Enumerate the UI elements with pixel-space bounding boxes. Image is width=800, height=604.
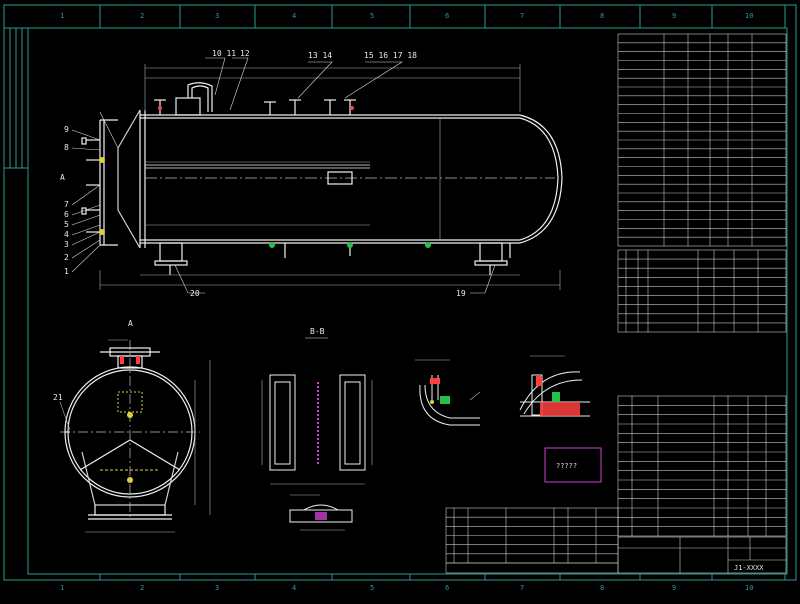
nozzle-detail-2-marks <box>536 376 580 416</box>
drawing-frame <box>3 4 797 581</box>
zone-number: 8 <box>600 584 604 592</box>
zone-number: 10 <box>745 584 753 592</box>
title-block <box>445 536 787 574</box>
zone-number: 1 <box>60 12 64 20</box>
drawing-number: J1-XXXX <box>734 564 764 572</box>
zone-number: 7 <box>520 584 524 592</box>
section-marker-a: A <box>60 173 65 182</box>
callout-15-18: 15 16 17 18 <box>364 51 417 60</box>
nozzle-table <box>617 249 787 333</box>
callout-5: 5 <box>64 220 69 229</box>
zone-number: 6 <box>445 12 449 20</box>
side-view-dimensions <box>59 339 211 533</box>
main-weld-marks <box>99 106 431 248</box>
callout-20: 20 <box>190 289 200 298</box>
callout-8: 8 <box>64 143 69 152</box>
callout-3: 3 <box>64 240 69 249</box>
side-view-labels: A 21 <box>53 319 133 402</box>
zone-number: 6 <box>445 584 449 592</box>
zone-number: 7 <box>520 12 524 20</box>
callout-6: 6 <box>64 210 69 219</box>
zone-number: 2 <box>140 584 144 592</box>
zone-number: 1 <box>60 584 64 592</box>
zone-number: 3 <box>215 584 219 592</box>
zone-number: 4 <box>292 584 296 592</box>
section-bb-title: B-B <box>310 327 325 336</box>
zone-number: 10 <box>745 12 753 20</box>
side-vessel-view <box>60 340 200 520</box>
zone-number: 5 <box>370 584 374 592</box>
main-dimensions <box>99 64 561 290</box>
side-view-marks <box>100 356 160 483</box>
callout-7: 7 <box>64 200 69 209</box>
callout-13-14: 13 14 <box>308 51 332 60</box>
parts-list-lower <box>445 507 619 564</box>
main-callout-labels: 10 11 12 13 14 15 16 17 18 9 8 7 6 5 4 3… <box>60 49 466 298</box>
stamp-box <box>544 447 602 483</box>
callout-12: 12 <box>240 49 250 58</box>
parts-list-table <box>617 395 787 537</box>
section-bb-view <box>261 374 373 485</box>
callout-21: 21 <box>53 393 63 402</box>
zone-number: 5 <box>370 12 374 20</box>
zone-number: 9 <box>672 12 676 20</box>
flange-weld-mark <box>315 512 327 520</box>
callout-1: 1 <box>64 267 69 276</box>
side-view-label-a: A <box>128 319 133 328</box>
title-block-text: J1-XXXX <box>734 564 764 572</box>
section-bb-label: B-B <box>310 327 325 336</box>
stamp-box-label: ????? <box>556 462 577 470</box>
zone-number: 2 <box>140 12 144 20</box>
main-vessel-view <box>81 82 563 275</box>
callout-19: 19 <box>456 289 466 298</box>
callout-9: 9 <box>64 125 69 134</box>
nozzle-detail-1-marks <box>430 378 450 404</box>
design-data-table <box>617 33 787 247</box>
callout-4: 4 <box>64 230 69 239</box>
zone-number: 4 <box>292 12 296 20</box>
zone-number: 9 <box>672 584 676 592</box>
zone-number: 8 <box>600 12 604 20</box>
callout-2: 2 <box>64 253 69 262</box>
callout-10-11: 10 11 <box>212 49 236 58</box>
flange-detail <box>289 494 353 531</box>
main-leaders <box>71 57 496 294</box>
zone-number: 3 <box>215 12 219 20</box>
